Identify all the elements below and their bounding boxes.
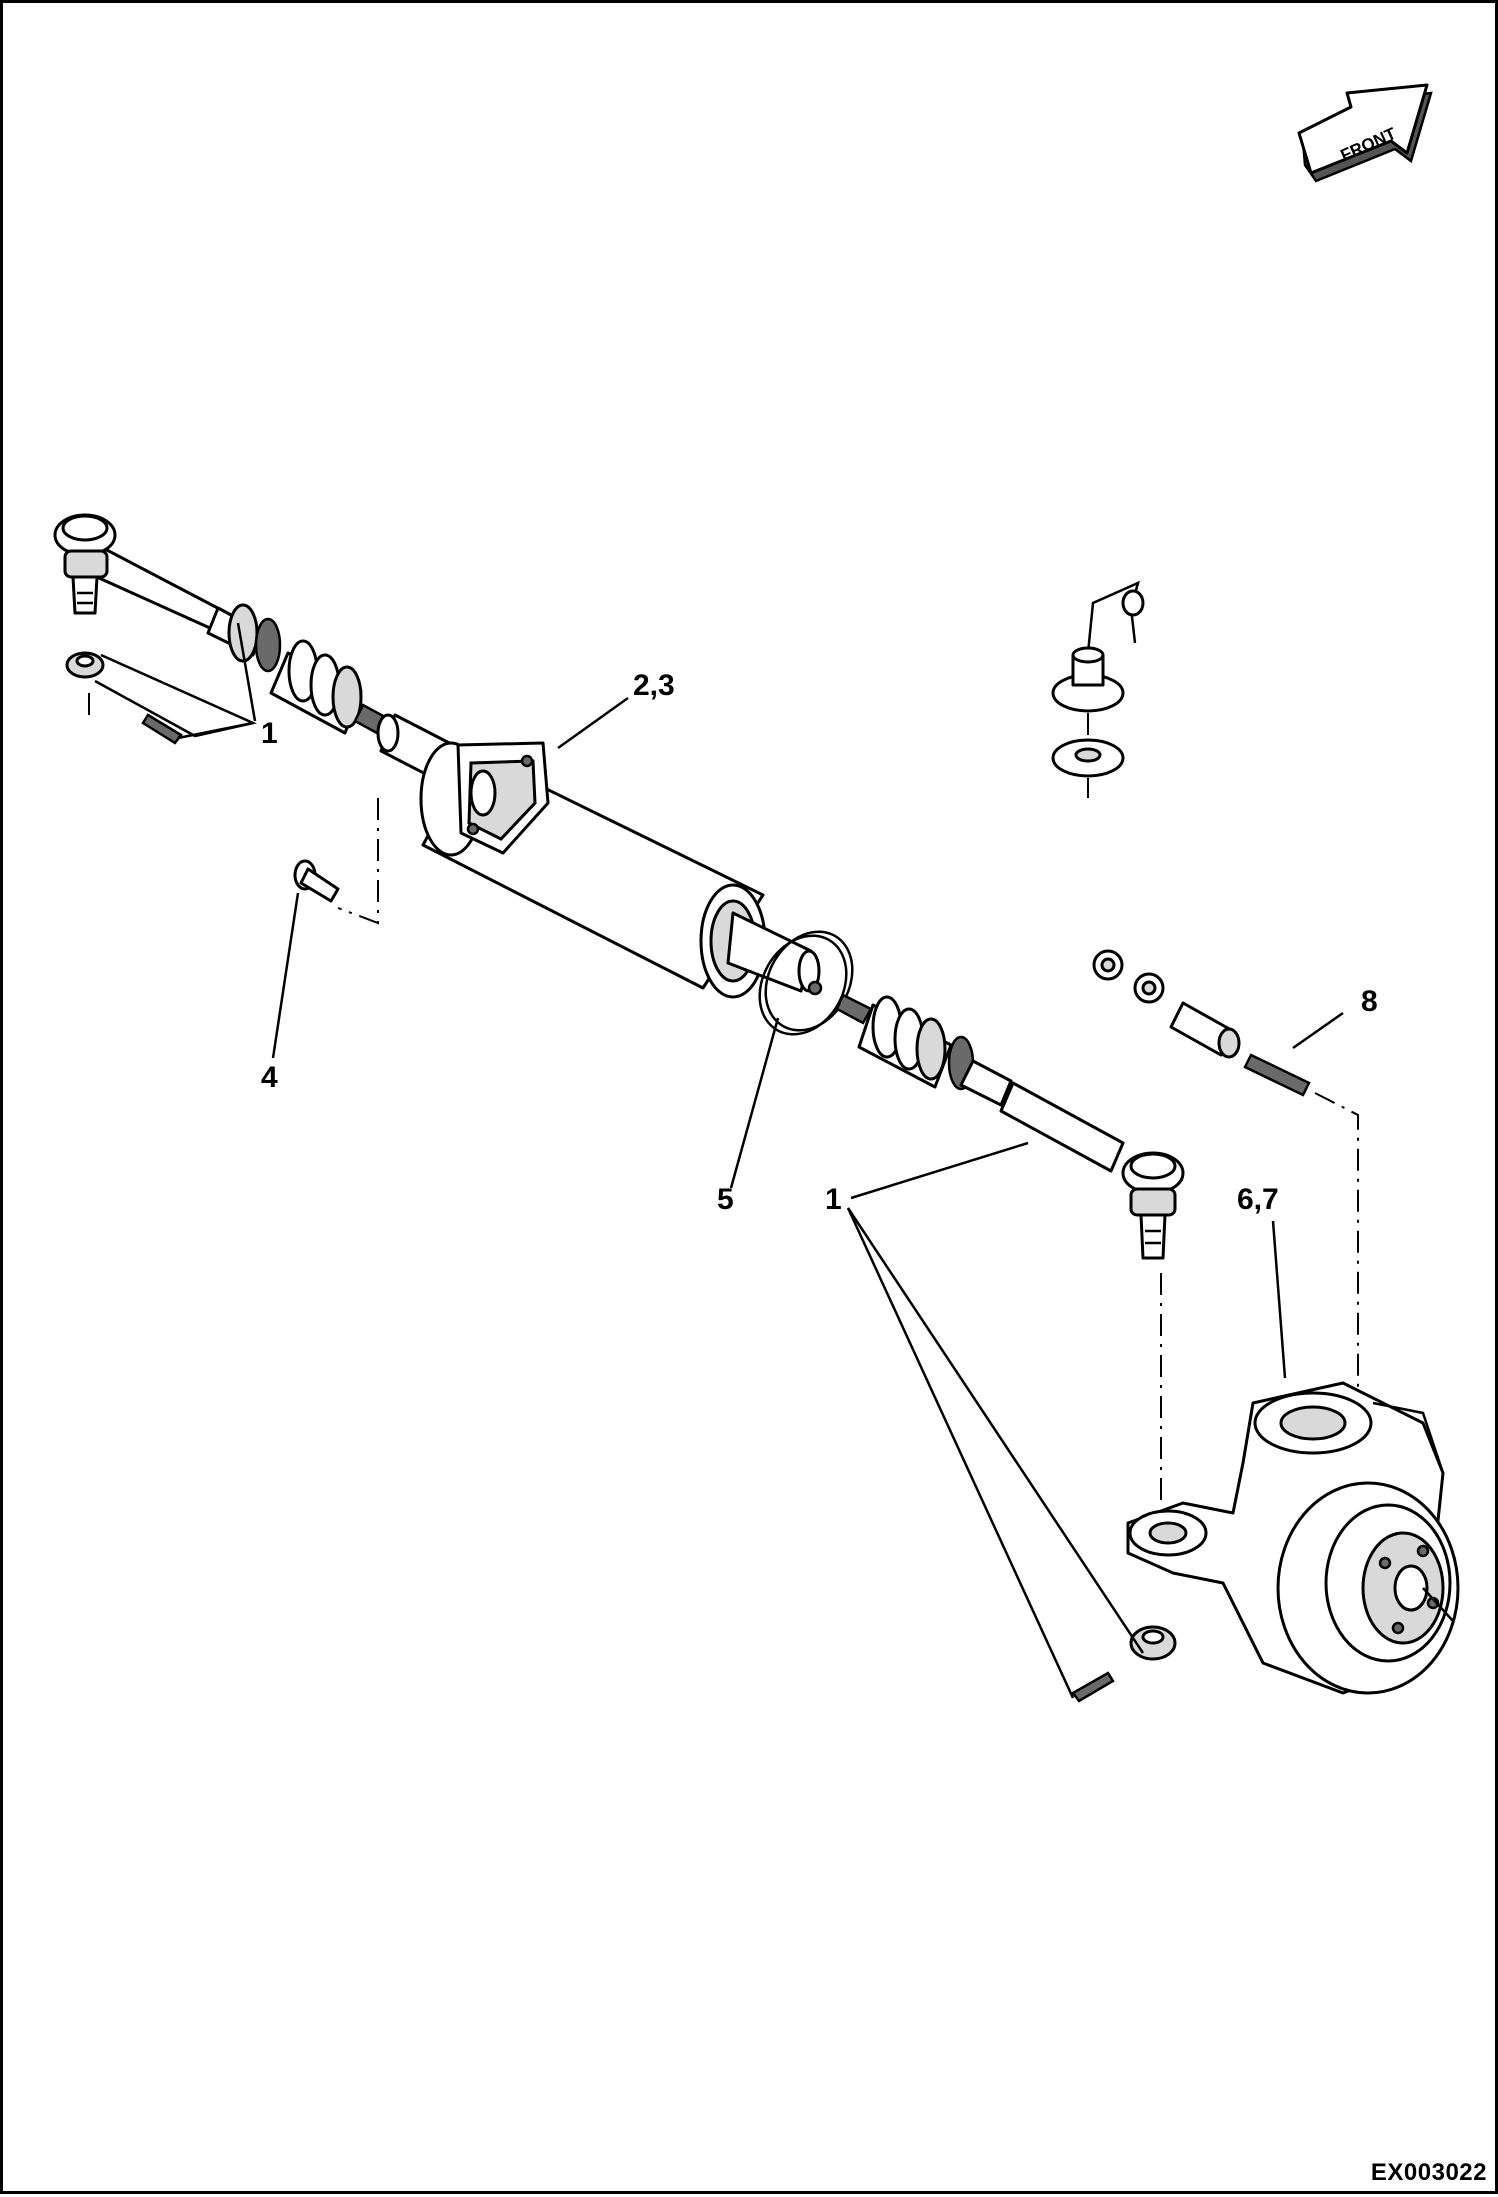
steering-cylinder-body <box>419 741 823 999</box>
callout-seal-ring: 5 <box>717 1183 734 1216</box>
tie-rod-end-left <box>53 513 233 745</box>
callout-pin: 8 <box>1361 985 1378 1018</box>
grease-fitting-assembly <box>1051 580 1145 798</box>
boot-right <box>835 993 1013 1107</box>
callout-bolt: 4 <box>261 1061 278 1094</box>
callout-tie-rod-end-left: 1 <box>261 717 278 750</box>
front-direction-arrow: FRONT <box>1297 83 1433 183</box>
tie-rod-end-right <box>999 1081 1185 1703</box>
steering-knuckle <box>1126 1381 1460 1695</box>
callout-steering-cylinder: 2,3 <box>633 669 675 702</box>
callout-steering-knuckle: 6,7 <box>1237 1183 1279 1216</box>
callout-tie-rod-end-right: 1 <box>825 1183 842 1216</box>
steering-cylinder-exploded-view: FRONT <box>53 83 1460 1703</box>
leader-lines <box>94 622 1344 1699</box>
figure-code: EX003022 <box>1370 2159 1487 2186</box>
pin-assembly <box>1092 949 1359 1393</box>
boot-left <box>206 603 387 735</box>
bolt <box>293 798 379 925</box>
